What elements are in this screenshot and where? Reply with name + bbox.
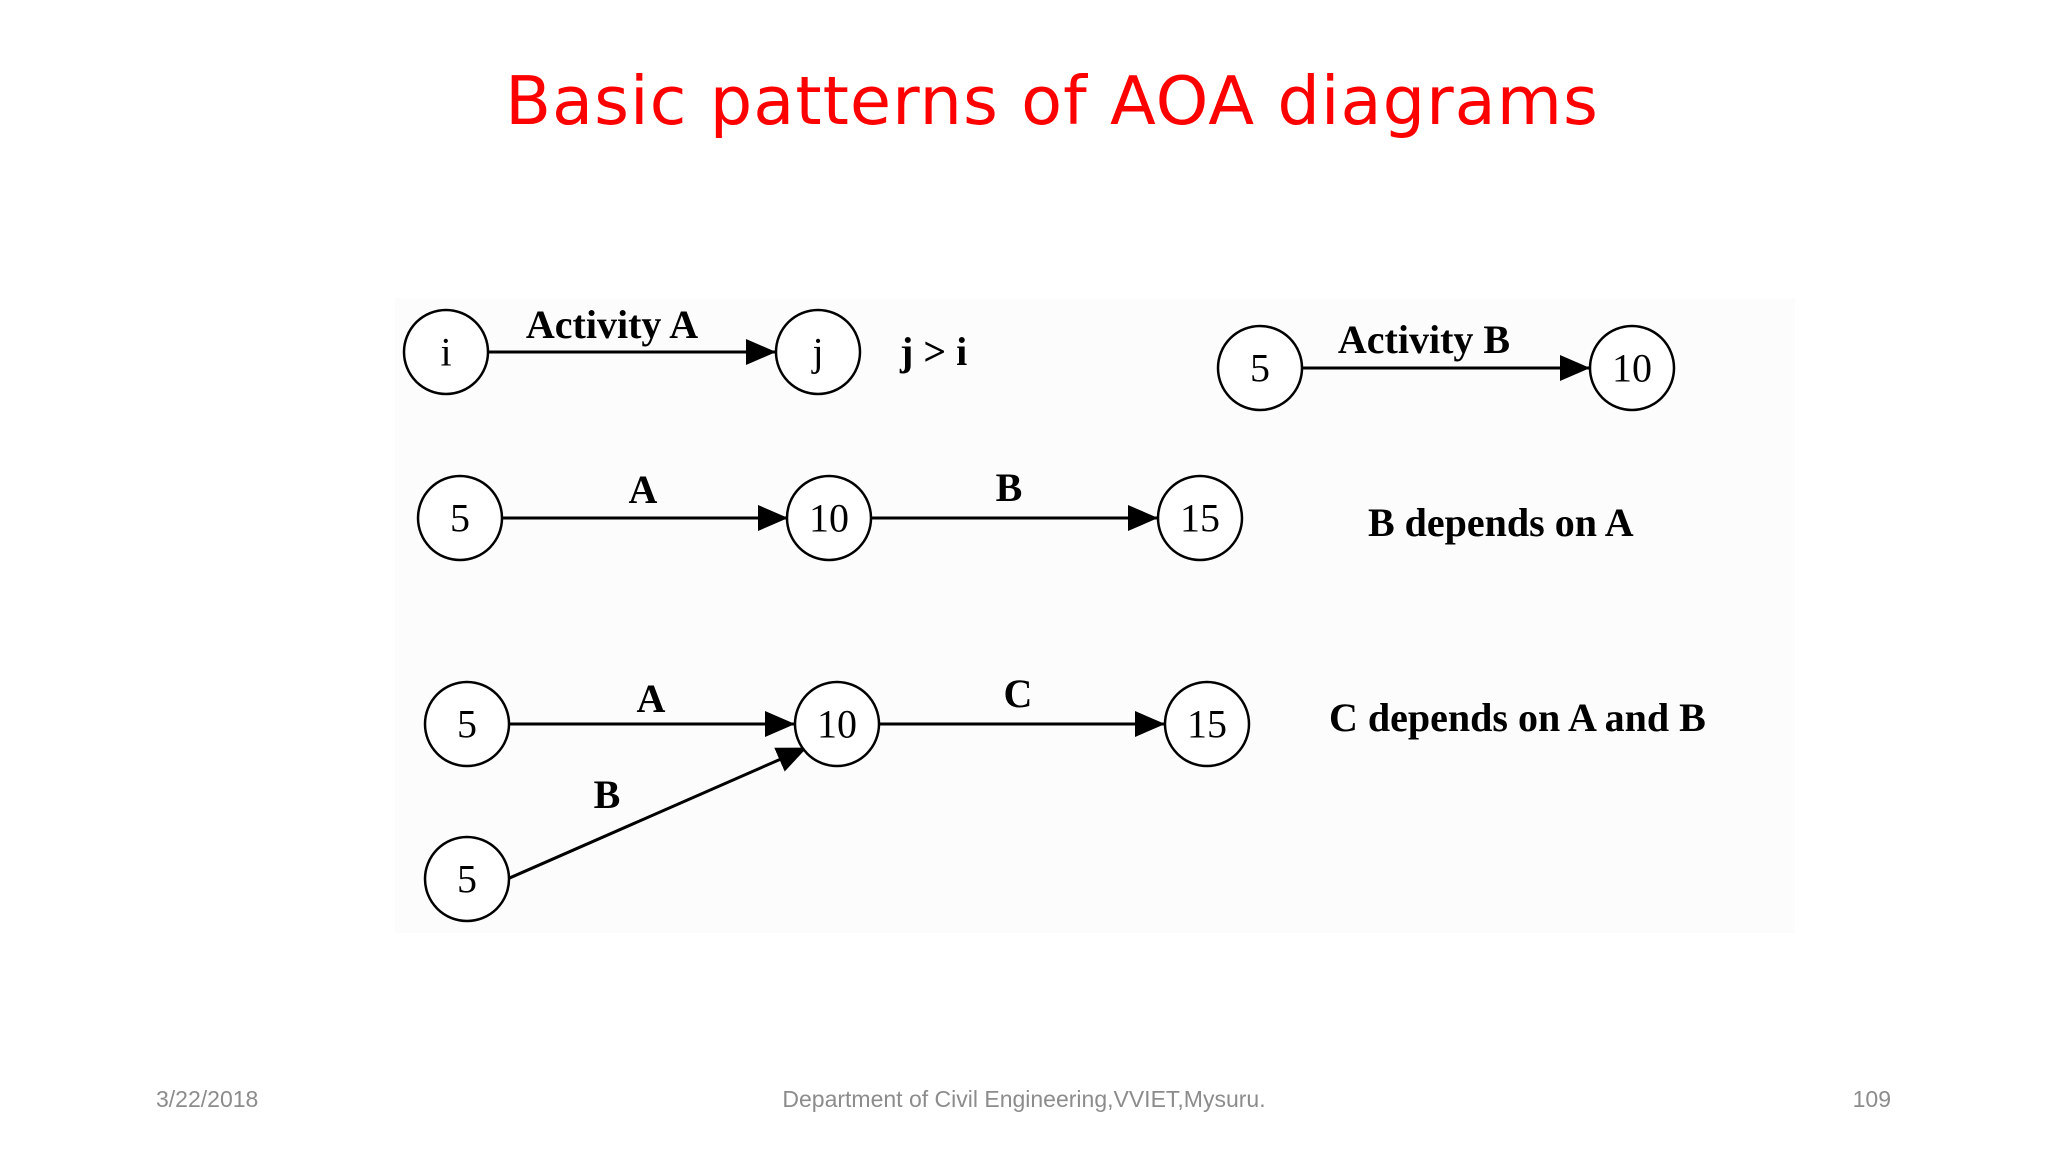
node-10-row3	[793, 680, 881, 768]
node-i-label: i	[440, 330, 451, 375]
edge-activity-a-label: Activity A	[526, 302, 698, 347]
node-15-row2-label: 15	[1180, 496, 1220, 541]
edge-b-row2-label: B	[996, 465, 1023, 510]
node-5-top-label: 5	[1250, 346, 1270, 391]
slide-title: Basic patterns of AOA diagrams	[505, 62, 1599, 140]
node-15-row3	[1163, 680, 1251, 768]
edge-a-row2-label: A	[629, 467, 658, 512]
node-5-row2	[416, 474, 504, 562]
footer-department: Department of Civil Engineering,VVIET,My…	[782, 1086, 1266, 1112]
node-5-row3	[423, 680, 511, 768]
node-5-row3-label: 5	[457, 702, 477, 747]
footer-page-number: 109	[1852, 1086, 1891, 1112]
edge-activity-b-label: Activity B	[1338, 317, 1510, 362]
node-5-top	[1216, 324, 1304, 412]
node-5-row2-label: 5	[450, 496, 470, 541]
note-c-depends-on-a-and-b: C depends on A and B	[1329, 695, 1706, 740]
node-5-bottom	[423, 835, 511, 923]
note-b-depends-on-a: B depends on A	[1368, 500, 1634, 545]
node-15-row2	[1156, 474, 1244, 562]
footer-date: 3/22/2018	[156, 1086, 259, 1112]
node-10-row2-label: 10	[809, 496, 849, 541]
edge-c-row3-label: C	[1004, 671, 1033, 716]
node-j	[774, 308, 862, 396]
edge-b-row3	[504, 746, 807, 882]
condition-text: j > i	[899, 329, 967, 374]
node-10-top-label: 10	[1612, 346, 1652, 391]
node-15-row3-label: 15	[1187, 702, 1227, 747]
node-10-row2	[785, 474, 873, 562]
edge-a-row3-label: A	[637, 676, 666, 721]
node-10-top	[1588, 324, 1676, 412]
edge-b-row3-label: B	[594, 772, 621, 817]
node-5-bottom-label: 5	[457, 857, 477, 902]
node-j-label: j	[810, 330, 823, 375]
node-10-row3-label: 10	[817, 702, 857, 747]
node-i	[402, 308, 490, 396]
